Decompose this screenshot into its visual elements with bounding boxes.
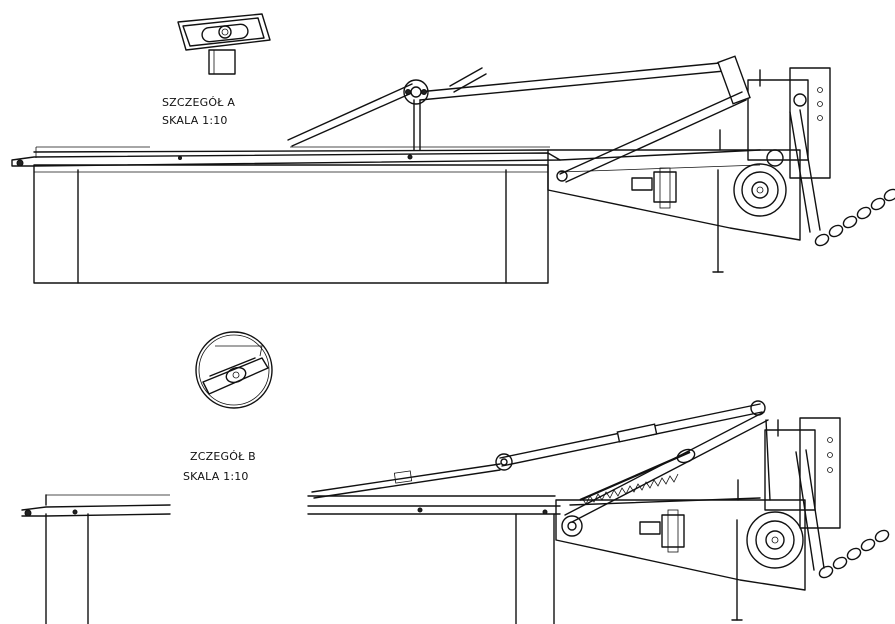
mower-deck-top — [547, 129, 801, 273]
lift-arms-bottom — [311, 400, 771, 523]
ground-box-bottom — [45, 494, 555, 624]
detail-b-scale: SKALA 1:10 — [183, 470, 249, 483]
hitch-frame-bottom — [764, 417, 841, 571]
bottom-machine-view — [21, 331, 890, 624]
detail-b-title: ZCZEGÓŁ B — [190, 450, 256, 463]
lift-arms-top — [287, 55, 751, 183]
detail-a-callout — [177, 13, 271, 75]
gearbox-wheel-bottom — [746, 511, 804, 569]
chain-top — [814, 188, 895, 247]
gearbox-wheel-top — [733, 149, 787, 217]
hitch-frame-top — [747, 67, 831, 233]
cutter-bar-bottom — [21, 495, 561, 517]
detail-a-title: SZCZEGÓŁ A — [162, 96, 236, 109]
chain-bottom — [818, 529, 890, 579]
detail-b-callout — [195, 331, 273, 409]
cutter-bar-top — [11, 146, 561, 167]
top-machine-view — [11, 13, 895, 284]
detail-a-scale: SKALA 1:10 — [162, 114, 228, 127]
mower-deck-bottom — [555, 479, 806, 621]
ground-box-top — [33, 164, 549, 284]
